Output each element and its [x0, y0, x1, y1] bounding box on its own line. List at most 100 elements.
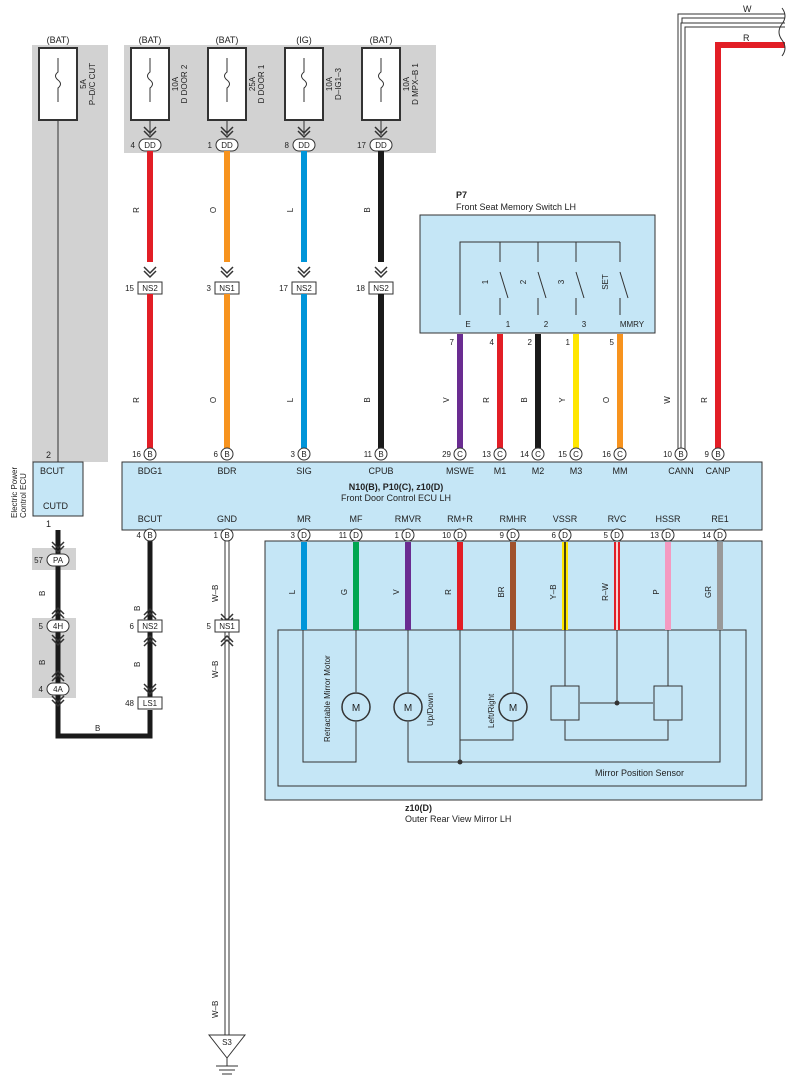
bottom-term-9: HSSR [655, 514, 681, 524]
left-conn-1-conn: 4H [53, 622, 63, 631]
fuse-name-3: D–IG1–3 [334, 67, 343, 100]
ns-chevron-2 [297, 266, 311, 279]
ecu-pin-3 [374, 447, 388, 461]
svg-text:M: M [404, 703, 412, 714]
ns-conn-2-pin: 17 [279, 284, 288, 293]
ecu-term-1: BDR [217, 466, 237, 476]
left-conn-1 [46, 619, 70, 633]
svg-text:M: M [509, 703, 517, 714]
bottom-pin-8-conn: D [614, 531, 620, 540]
ecu-c-pin-4 [613, 447, 627, 461]
fuse-pin-2-conn: DD [221, 141, 233, 150]
fuse-element-icon-2 [224, 58, 230, 102]
upper-wire-code-b-3: B [363, 397, 372, 402]
switch-term-2: 2 [544, 320, 549, 329]
left-chevron-0 [51, 541, 65, 554]
fuse-pin-4-pin: 17 [357, 141, 366, 150]
bottom-pin-4 [401, 528, 415, 542]
ecu-c-pin-4-conn: C [617, 450, 623, 459]
mid-wire-code-b2: B [133, 662, 142, 667]
mid-conn-ls1 [137, 696, 163, 710]
bottom-pin-2-pin: 3 [291, 531, 296, 540]
can-pin-0-pin: 10 [663, 450, 672, 459]
ecu-c-pin-3 [569, 447, 583, 461]
bottom-pin-8-pin: 5 [604, 531, 609, 540]
ecu-title: N10(B), P10(C), z10(D) [349, 482, 444, 492]
bottom-pin-0 [143, 528, 157, 542]
power-ecu-label1: Electric Power [10, 467, 19, 518]
sensor-resistor-right [653, 685, 683, 721]
bottom-term-0: BCUT [138, 514, 163, 524]
bottom-term-7: VSSR [553, 514, 578, 524]
fuse-source-1: (BAT) [139, 35, 162, 45]
ecu-c-pin-3-conn: C [573, 450, 579, 459]
sensor-label: Mirror Position Sensor [595, 768, 684, 778]
bottom-term-2: MR [297, 514, 311, 524]
mid-conn-ns2-label: NS2 [142, 622, 158, 631]
can-pin-1-pin: 9 [705, 450, 710, 459]
bottom-pin-0-conn: B [147, 531, 152, 540]
ecu-term-3: CPUB [368, 466, 393, 476]
upper-wire-code-b-1: O [209, 397, 218, 403]
ns-chevron-0 [143, 266, 157, 279]
ground-point-s3 [207, 1034, 247, 1059]
left-conn-2-conn: 4A [53, 685, 63, 694]
ground-symbol-icon [216, 1058, 238, 1075]
svg-text:Up/Down: Up/Down [426, 693, 435, 726]
power-ecu-pin-top: 2 [46, 450, 51, 460]
ecu-pin-2 [297, 447, 311, 461]
switch-term-4: MMRY [620, 320, 645, 329]
bcut-chevron-2 [143, 634, 157, 647]
fuse-element-icon-1 [147, 58, 153, 102]
ecu-pin-1-conn: B [224, 450, 229, 459]
ns-conn-0-pin: 15 [125, 284, 134, 293]
mirror-wire-code-7: Y–B [549, 584, 558, 599]
bottom-pin-2 [297, 528, 311, 542]
fuse-amp-1: 10A [171, 76, 180, 91]
bottom-pin-4-conn: D [405, 531, 411, 540]
bottom-wire-code-b: B [95, 724, 100, 733]
bottom-pin-5-conn: D [457, 531, 463, 540]
fuse-element-icon-0 [55, 58, 61, 102]
ecu-pin-0-pin: 16 [132, 450, 141, 459]
left-conn-0 [46, 553, 70, 567]
switch-contacts [459, 241, 629, 315]
can-pin-0-conn: B [678, 450, 683, 459]
fuse-element-icon-3 [301, 58, 307, 102]
upper-wire-code-a-2: L [286, 207, 295, 212]
can-term-1: CANP [705, 466, 730, 476]
ground-label: S3 [222, 1038, 232, 1047]
bottom-term-10: RE1 [711, 514, 729, 524]
switch-id: P7 [456, 190, 467, 200]
mirror-wire-code-2: L [288, 589, 297, 594]
left-conn-2-pin: 4 [39, 685, 44, 694]
left-chevron-dn [51, 634, 65, 647]
can-term-0: CANN [668, 466, 694, 476]
can-pin-0 [674, 447, 688, 461]
ecu-c-pin-1-conn: C [497, 450, 503, 459]
fuse-pin-1-conn: DD [144, 141, 156, 150]
top-wire-label-w: W [743, 4, 752, 14]
fuse-amp-3: 10A [325, 76, 334, 91]
bottom-term-4: RMVR [395, 514, 422, 524]
bottom-pin-6 [506, 528, 520, 542]
switch-contact-label-1: 2 [519, 279, 528, 284]
left-wire-code-b1: B [38, 591, 47, 596]
ecu-pin-3-conn: B [378, 450, 383, 459]
bottom-pin-7-pin: 6 [552, 531, 557, 540]
ns-chevron-3 [374, 266, 388, 279]
switch-contact-label-3: SET [601, 274, 610, 290]
bottom-pin-7 [558, 528, 572, 542]
fuse-pin-2-pin: 1 [208, 141, 213, 150]
mirror-id: z10(D) [405, 803, 432, 813]
bottom-pin-1-conn: B [224, 531, 229, 540]
fuse-2 [207, 47, 247, 121]
ecu-c-pin-2-conn: C [535, 450, 541, 459]
ns-conn-2-label: NS2 [296, 284, 312, 293]
top-wire-label-r: R [743, 33, 750, 43]
fuse-pin-3-conn: DD [298, 141, 310, 150]
ecu-c-pin-1 [493, 447, 507, 461]
ecu-pin-3-pin: 11 [364, 450, 373, 459]
upper-wire-code-a-1: O [209, 207, 218, 213]
